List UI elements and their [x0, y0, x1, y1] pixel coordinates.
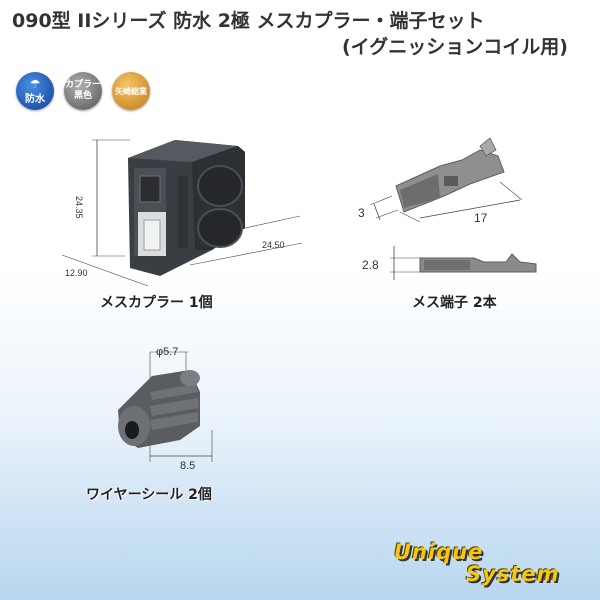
brand-logo-line1: Unique [394, 540, 484, 564]
coupler-color-badge: カプラー 黒色 [64, 72, 102, 110]
seal-image [118, 351, 213, 462]
waterproof-badge: ☂ 防水 [16, 72, 54, 110]
brand-logo: Unique System [388, 540, 593, 590]
terminal-caption: メス端子 2本 [412, 295, 497, 311]
dim-terminal-height: 2.8 [362, 258, 379, 272]
maker-badge: 矢崎総業 [112, 72, 150, 110]
seal-caption: ワイヤーシール 2個 [86, 487, 212, 503]
coupler-image [61, 139, 303, 287]
product-title: 090型 IIシリーズ 防水 2極 メスカプラー・端子セット (イグニッションコ… [12, 8, 588, 60]
dim-coupler-depth: 12.90 [65, 268, 88, 278]
dim-coupler-width: 24.50 [262, 240, 285, 250]
dim-terminal-width: 3 [358, 206, 365, 220]
dim-seal-length: 8.5 [180, 460, 196, 472]
coupler-caption: メスカプラー 1個 [100, 295, 213, 311]
brand-logo-line2: System [466, 562, 560, 586]
terminal-side-image [390, 246, 537, 280]
product-title-line1: 090型 IIシリーズ 防水 2極 メスカプラー・端子セット [12, 10, 485, 32]
terminal-top-image [369, 137, 523, 223]
product-title-line2: (イグニッションコイル用) [342, 36, 568, 58]
umbrella-icon: ☂ [29, 76, 41, 91]
dim-terminal-length: 17 [474, 211, 488, 225]
dim-coupler-height: 24.35 [74, 196, 84, 219]
dim-seal-diameter: φ5.7 [156, 346, 179, 358]
